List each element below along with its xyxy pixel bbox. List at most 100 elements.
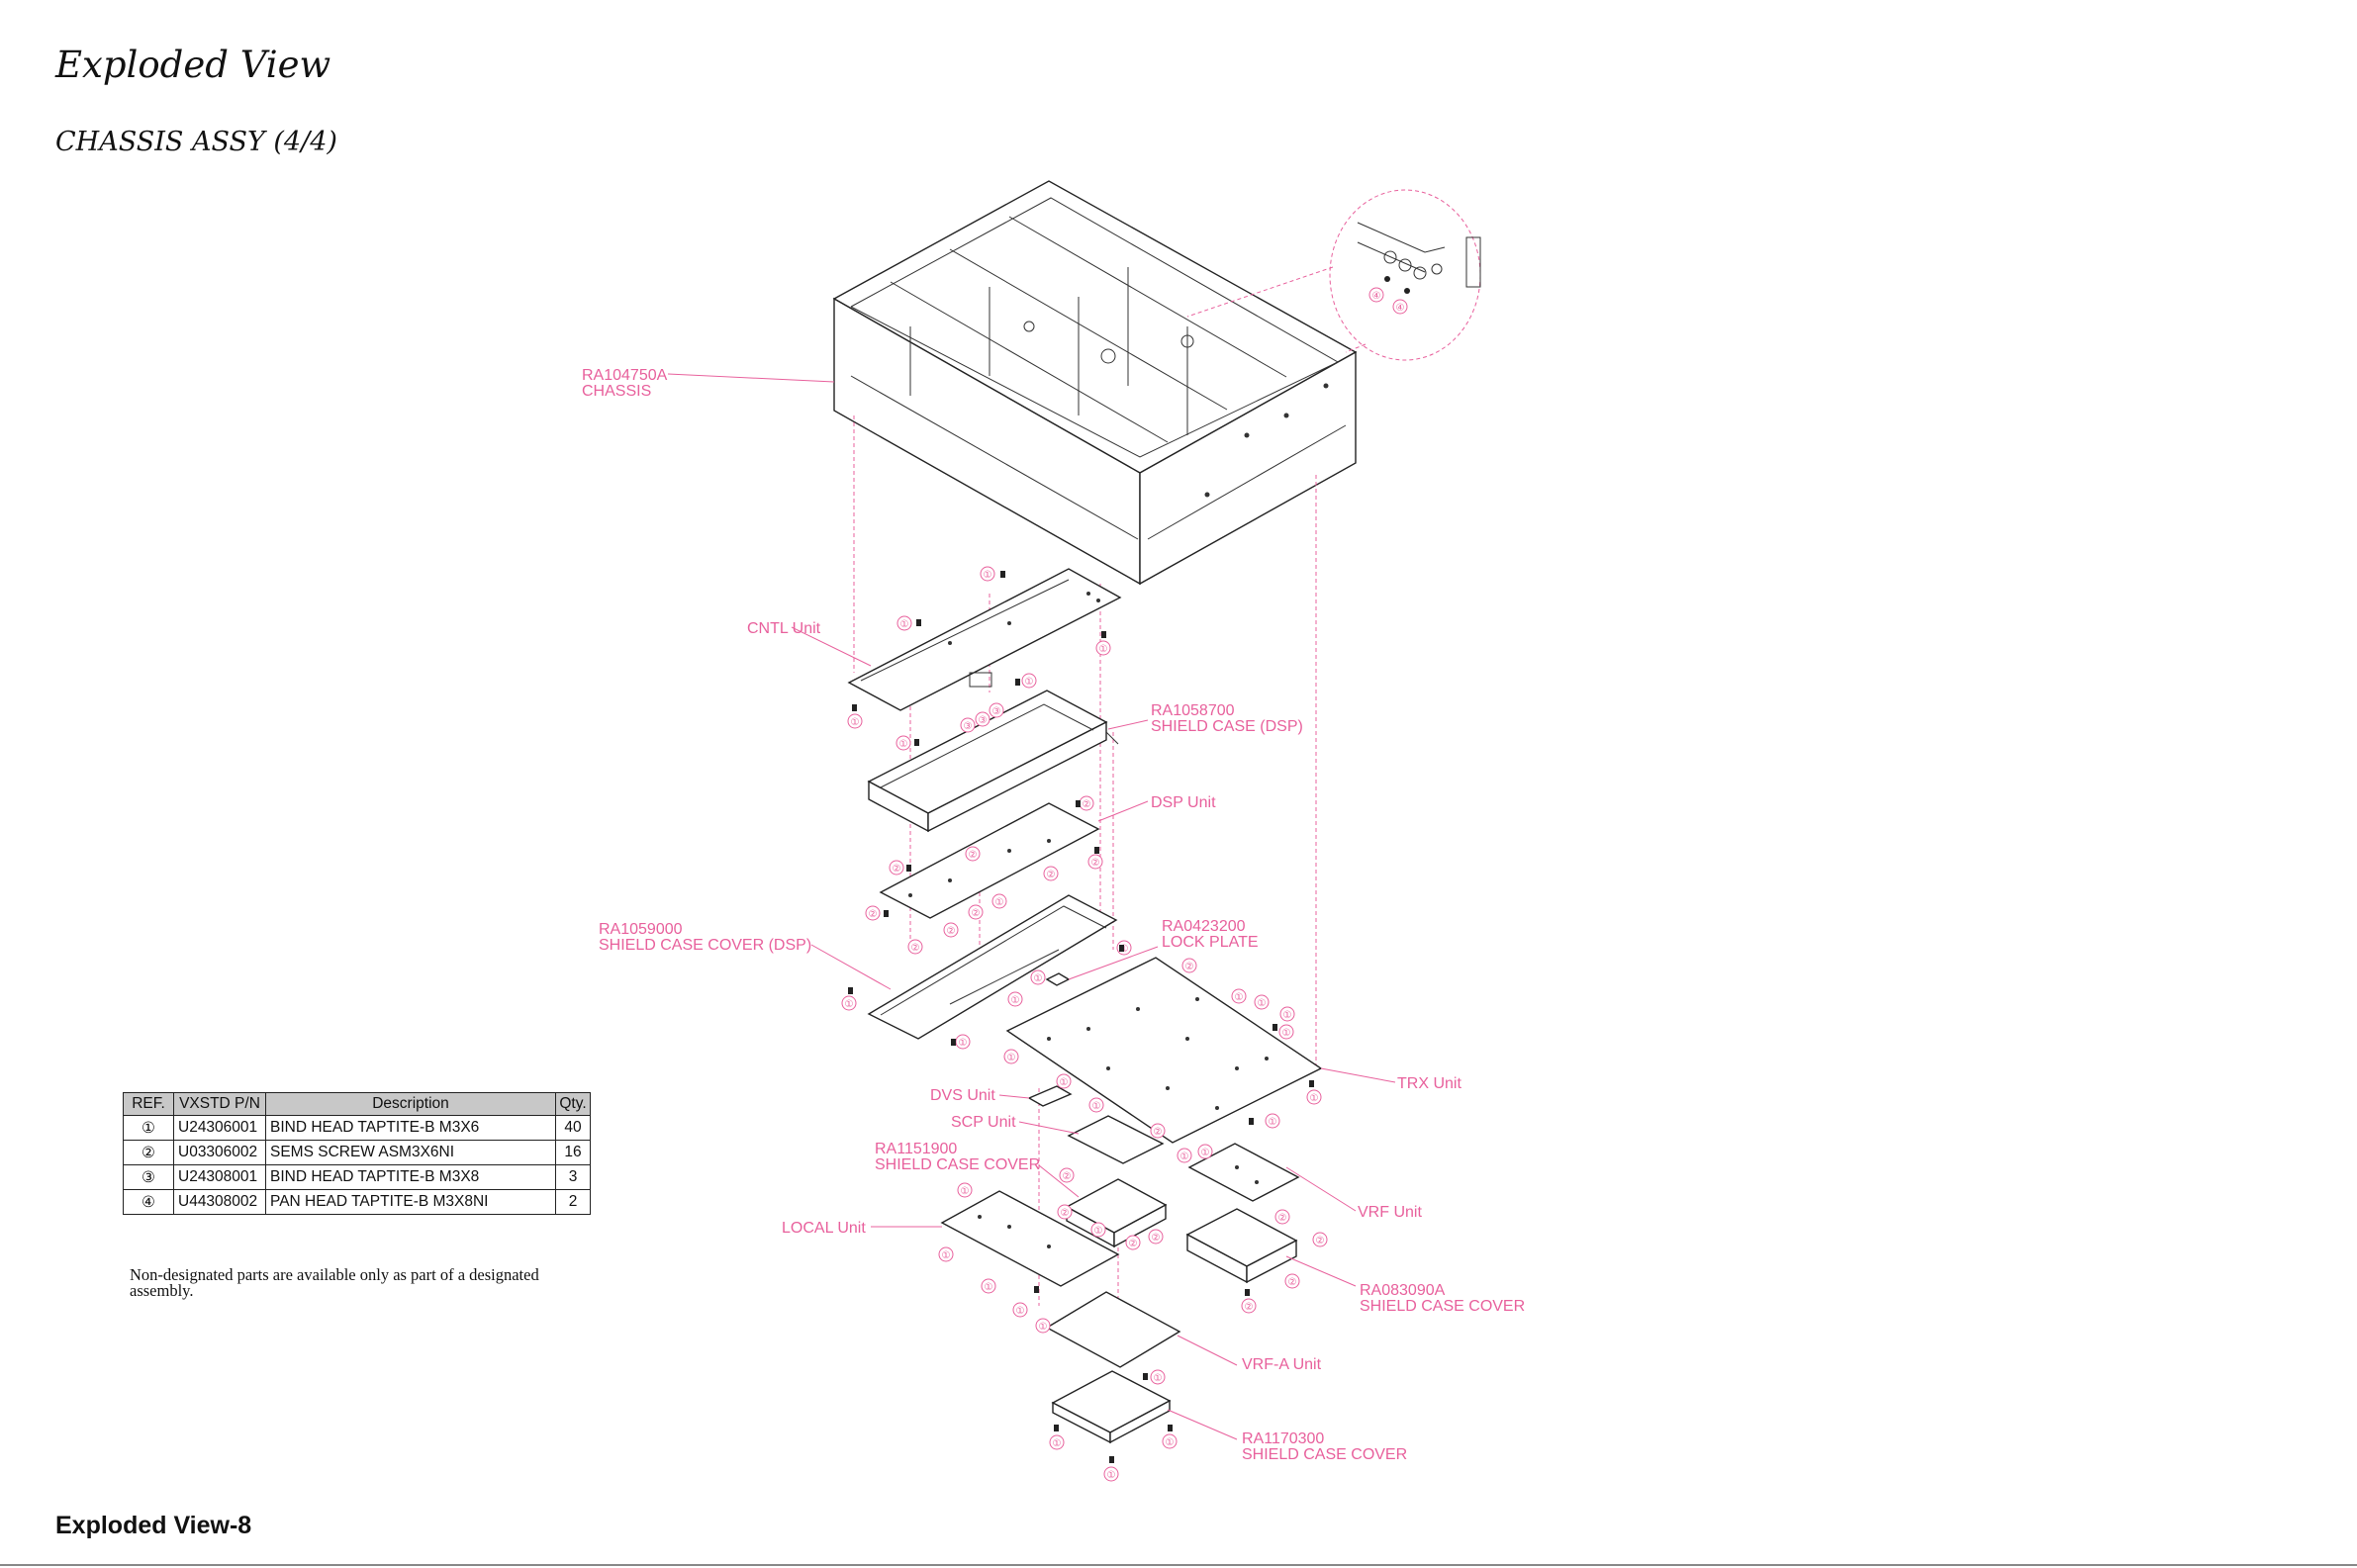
label-cover-dsp-pn: RA1059000 [599, 921, 683, 938]
cell-pn: U24306001 [173, 1115, 266, 1141]
svg-text:①: ① [1011, 995, 1020, 1006]
svg-text:②: ② [1288, 1277, 1297, 1288]
ref-marker: ① [991, 893, 1007, 909]
svg-text:①: ① [995, 897, 1004, 908]
ref-marker: ④ [1368, 287, 1384, 303]
svg-text:①: ① [1107, 1470, 1116, 1481]
ref-marker: ① [981, 1278, 996, 1294]
cell-description: BIND HEAD TAPTITE-B M3X8 [265, 1164, 556, 1190]
ref-marker: ① [1049, 1434, 1065, 1450]
table-row: ④ U44308002 PAN HEAD TAPTITE-B M3X8NI 2 [123, 1189, 591, 1215]
ref-marker: ① [1162, 1433, 1178, 1449]
svg-text:②: ② [911, 943, 920, 954]
ref-marker: ① [1278, 1024, 1294, 1040]
cell-ref: ② [123, 1140, 174, 1165]
ref-marker: ① [1265, 1113, 1280, 1129]
ref-marker: ① [957, 1182, 973, 1198]
ref-marker: ③ [960, 717, 976, 733]
dvs-unit [1027, 1085, 1073, 1107]
ref-marker: ② [1284, 1273, 1300, 1289]
label-shield-cover1-name: SHIELD CASE COVER [875, 1156, 1040, 1173]
cell-ref: ③ [123, 1164, 174, 1190]
col-header-description: Description [265, 1092, 556, 1116]
svg-text:①: ① [1094, 1226, 1103, 1237]
ref-marker: ② [1181, 958, 1197, 973]
ref-marker: ① [1095, 640, 1111, 656]
ref-marker: ① [1177, 1148, 1192, 1163]
svg-text:③: ③ [964, 721, 973, 732]
table-row: ③ U24308001 BIND HEAD TAPTITE-B M3X8 3 [123, 1164, 591, 1190]
shield-case-cover-2 [1185, 1208, 1298, 1284]
svg-text:①: ① [1060, 1077, 1069, 1088]
page-footer: Exploded View-8 [55, 1512, 252, 1539]
svg-text:①: ① [1092, 1101, 1101, 1112]
ref-marker: ① [1279, 1006, 1295, 1022]
cell-qty: 3 [555, 1164, 591, 1190]
ref-marker: ③ [989, 702, 1004, 718]
svg-text:②: ② [1185, 962, 1194, 972]
ref-marker: ① [1012, 1302, 1028, 1318]
svg-text:①: ① [1099, 644, 1108, 655]
ref-marker: ② [1148, 1229, 1164, 1245]
svg-text:②: ② [1129, 1239, 1138, 1249]
scp-unit-board [1067, 1115, 1165, 1164]
cntl-unit-board [847, 568, 1122, 711]
label-cntl-unit: CNTL Unit [747, 620, 821, 637]
screw-markers: ④ ④ ① ① ① ① ① ③ ③ ③ ① ② ② ② ② ② ② ② ① ② … [841, 287, 1408, 1482]
cell-pn: U24308001 [173, 1164, 266, 1190]
label-lock-plate-pn: RA0423200 [1162, 918, 1246, 935]
shield-case-cover-dsp [867, 894, 1118, 1040]
ref-marker: ① [1056, 1073, 1072, 1089]
ref-marker: ② [1312, 1232, 1328, 1247]
svg-text:①: ① [1166, 1437, 1175, 1448]
svg-text:①: ① [1007, 1053, 1016, 1063]
ref-marker: ① [1003, 1049, 1019, 1064]
local-unit-board [940, 1190, 1120, 1287]
svg-text:②: ② [1047, 870, 1056, 880]
svg-text:①: ① [1180, 1152, 1189, 1162]
ref-marker: ① [841, 995, 857, 1011]
ref-marker: ① [1035, 1318, 1051, 1334]
shield-case-cover-1 [1065, 1178, 1168, 1248]
svg-text:①: ① [985, 1282, 993, 1293]
svg-text:②: ② [1154, 1127, 1163, 1138]
svg-text:②: ② [1316, 1236, 1325, 1246]
cell-ref: ① [123, 1115, 174, 1141]
table-row: ① U24306001 BIND HEAD TAPTITE-B M3X6 40 [123, 1115, 591, 1141]
ref-marker: ① [1197, 1144, 1213, 1159]
shield-case-dsp [867, 690, 1119, 833]
chassis-part [832, 180, 1358, 586]
svg-text:①: ① [1283, 1010, 1292, 1021]
svg-text:②: ② [972, 908, 981, 919]
ref-marker: ① [980, 566, 995, 582]
label-shield-cover2-pn: RA083090A [1360, 1282, 1446, 1299]
ref-marker: ① [1030, 969, 1046, 985]
rear-panel-detail [1186, 189, 1481, 361]
label-shield-cover3-name: SHIELD CASE COVER [1242, 1446, 1407, 1463]
svg-text:①: ① [1016, 1306, 1025, 1317]
col-header-qty: Qty. [555, 1092, 591, 1116]
ref-marker: ② [889, 860, 904, 876]
lock-plate [1045, 972, 1071, 986]
svg-text:①: ① [1310, 1093, 1319, 1104]
ref-marker: ② [1274, 1209, 1290, 1225]
svg-text:②: ② [947, 926, 956, 937]
svg-text:①: ① [1025, 677, 1034, 688]
svg-text:②: ② [893, 864, 901, 875]
ref-marker: ① [896, 735, 911, 751]
cell-description: PAN HEAD TAPTITE-B M3X8NI [265, 1189, 556, 1215]
ref-marker: ① [1231, 988, 1247, 1004]
label-shield-cover1-pn: RA1151900 [875, 1141, 957, 1157]
svg-text:②: ② [869, 909, 878, 920]
svg-text:②: ② [1278, 1213, 1287, 1224]
ref-marker: ④ [1392, 299, 1408, 315]
page-subtitle: CHASSIS ASSY (4/4) [55, 127, 337, 157]
availability-note: Non-designated parts are available only … [130, 1265, 539, 1300]
svg-text:①: ① [984, 570, 992, 581]
svg-text:③: ③ [992, 706, 1001, 717]
label-vrf-unit: VRF Unit [1358, 1204, 1422, 1221]
vrf-a-unit-board [1045, 1291, 1181, 1368]
leader-lines [667, 373, 1396, 1440]
col-header-pn: VXSTD P/N [173, 1092, 266, 1116]
label-local-unit: LOCAL Unit [782, 1220, 866, 1237]
